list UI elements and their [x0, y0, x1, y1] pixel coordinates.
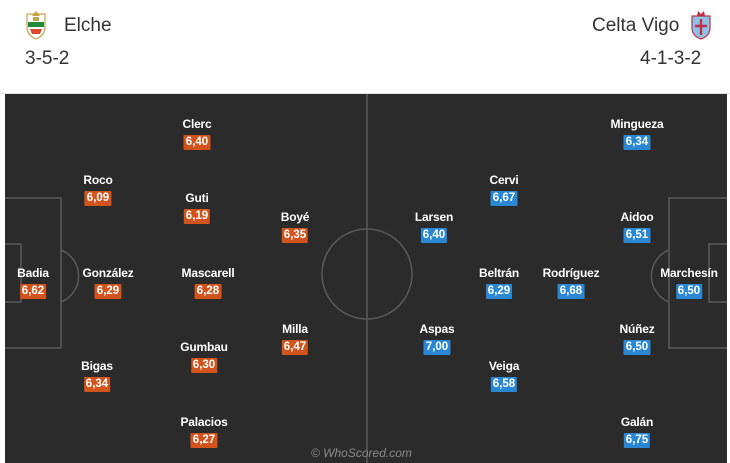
player-rating-badge: 6,47 [281, 340, 309, 355]
away-player[interactable]: Mingueza 6,34 [610, 117, 664, 150]
player-rating-badge: 6,58 [490, 377, 518, 392]
home-player[interactable]: Roco 6,09 [83, 173, 113, 206]
player-rating-badge: 6,67 [490, 191, 518, 206]
home-formation: 3-5-2 [25, 48, 70, 69]
player-rating-badge: 6,34 [623, 135, 651, 150]
home-player[interactable]: Badia 6,62 [17, 266, 49, 299]
player-name: Marchesín [660, 266, 718, 280]
player-name: Mascarell [181, 266, 235, 280]
player-name: Boyé [280, 210, 310, 224]
player-rating-badge: 6,35 [281, 228, 309, 243]
away-player[interactable]: Núñez 6,50 [619, 322, 655, 355]
player-name: Milla [282, 322, 308, 336]
home-player[interactable]: Bigas 6,34 [81, 359, 113, 392]
away-player[interactable]: Cervi 6,67 [489, 173, 519, 206]
player-name: Bigas [81, 359, 113, 373]
player-name: Palacios [180, 415, 228, 429]
player-rating-badge: 6,19 [183, 209, 211, 224]
away-player[interactable]: Aspas 7,00 [419, 322, 455, 355]
home-team-name[interactable]: Elche [64, 15, 112, 36]
player-name: Cervi [489, 173, 519, 187]
home-player[interactable]: Gumbau 6,30 [180, 340, 228, 373]
away-player[interactable]: Galán 6,75 [621, 415, 653, 448]
away-player[interactable]: Veiga 6,58 [489, 359, 519, 392]
away-player[interactable]: Aidoo 6,51 [621, 210, 654, 243]
player-rating-badge: 6,28 [194, 284, 222, 299]
player-rating-badge: 6,75 [623, 433, 651, 448]
player-name: Gumbau [180, 340, 228, 354]
player-name: Aspas [419, 322, 455, 336]
player-name: Guti [185, 191, 209, 205]
elche-crest-icon[interactable] [24, 8, 48, 40]
player-name: Roco [83, 173, 113, 187]
player-rating-badge: 6,40 [420, 228, 448, 243]
player-rating-badge: 6,50 [675, 284, 703, 299]
player-name: Clerc [182, 117, 212, 131]
player-name: Beltrán [479, 266, 519, 280]
player-rating-badge: 6,51 [623, 228, 651, 243]
away-player[interactable]: Beltrán 6,29 [479, 266, 519, 299]
player-name: Veiga [488, 359, 520, 373]
player-rating-badge: 6,50 [623, 340, 651, 355]
away-player[interactable]: Marchesín 6,50 [660, 266, 718, 299]
whoscored-watermark: © WhoScored.com [311, 446, 412, 460]
player-name: González [82, 266, 134, 280]
away-team-name[interactable]: Celta Vigo [592, 15, 680, 36]
player-rating-badge: 6,40 [183, 135, 211, 150]
home-player[interactable]: Guti 6,19 [183, 191, 211, 224]
home-player[interactable]: González 6,29 [82, 266, 134, 299]
player-rating-badge: 6,30 [190, 358, 218, 373]
player-name: Badia [17, 266, 49, 280]
player-name: Larsen [414, 210, 454, 224]
celta-crest-icon[interactable] [689, 8, 713, 40]
away-player[interactable]: Rodríguez 6,68 [543, 266, 600, 299]
player-name: Mingueza [610, 117, 664, 131]
home-player[interactable]: Milla 6,47 [281, 322, 309, 355]
pitch-markings [5, 94, 727, 463]
home-player[interactable]: Mascarell 6,28 [182, 266, 235, 299]
match-header: Elche 3-5-2 Celta Vigo 4-1-3-2 [0, 0, 730, 94]
pitch: Badia 6,62 Roco 6,09 González 6,29 Bigas… [5, 94, 727, 463]
away-formation: 4-1-3-2 [640, 48, 702, 69]
player-rating-badge: 6,68 [557, 284, 585, 299]
player-rating-badge: 6,29 [485, 284, 513, 299]
player-name: Galán [620, 415, 654, 429]
player-name: Núñez [619, 322, 655, 336]
player-rating-badge: 6,09 [84, 191, 112, 206]
player-rating-badge: 6,62 [19, 284, 47, 299]
player-name: Rodríguez [542, 266, 600, 280]
player-rating-badge: 6,34 [83, 377, 111, 392]
home-player[interactable]: Clerc 6,40 [182, 117, 212, 150]
player-rating-badge: 6,27 [190, 433, 218, 448]
home-player[interactable]: Boyé 6,35 [280, 210, 310, 243]
player-rating-badge: 7,00 [423, 340, 451, 355]
home-player[interactable]: Palacios 6,27 [180, 415, 228, 448]
player-name: Aidoo [620, 210, 654, 224]
away-player[interactable]: Larsen 6,40 [415, 210, 453, 243]
player-rating-badge: 6,29 [94, 284, 122, 299]
